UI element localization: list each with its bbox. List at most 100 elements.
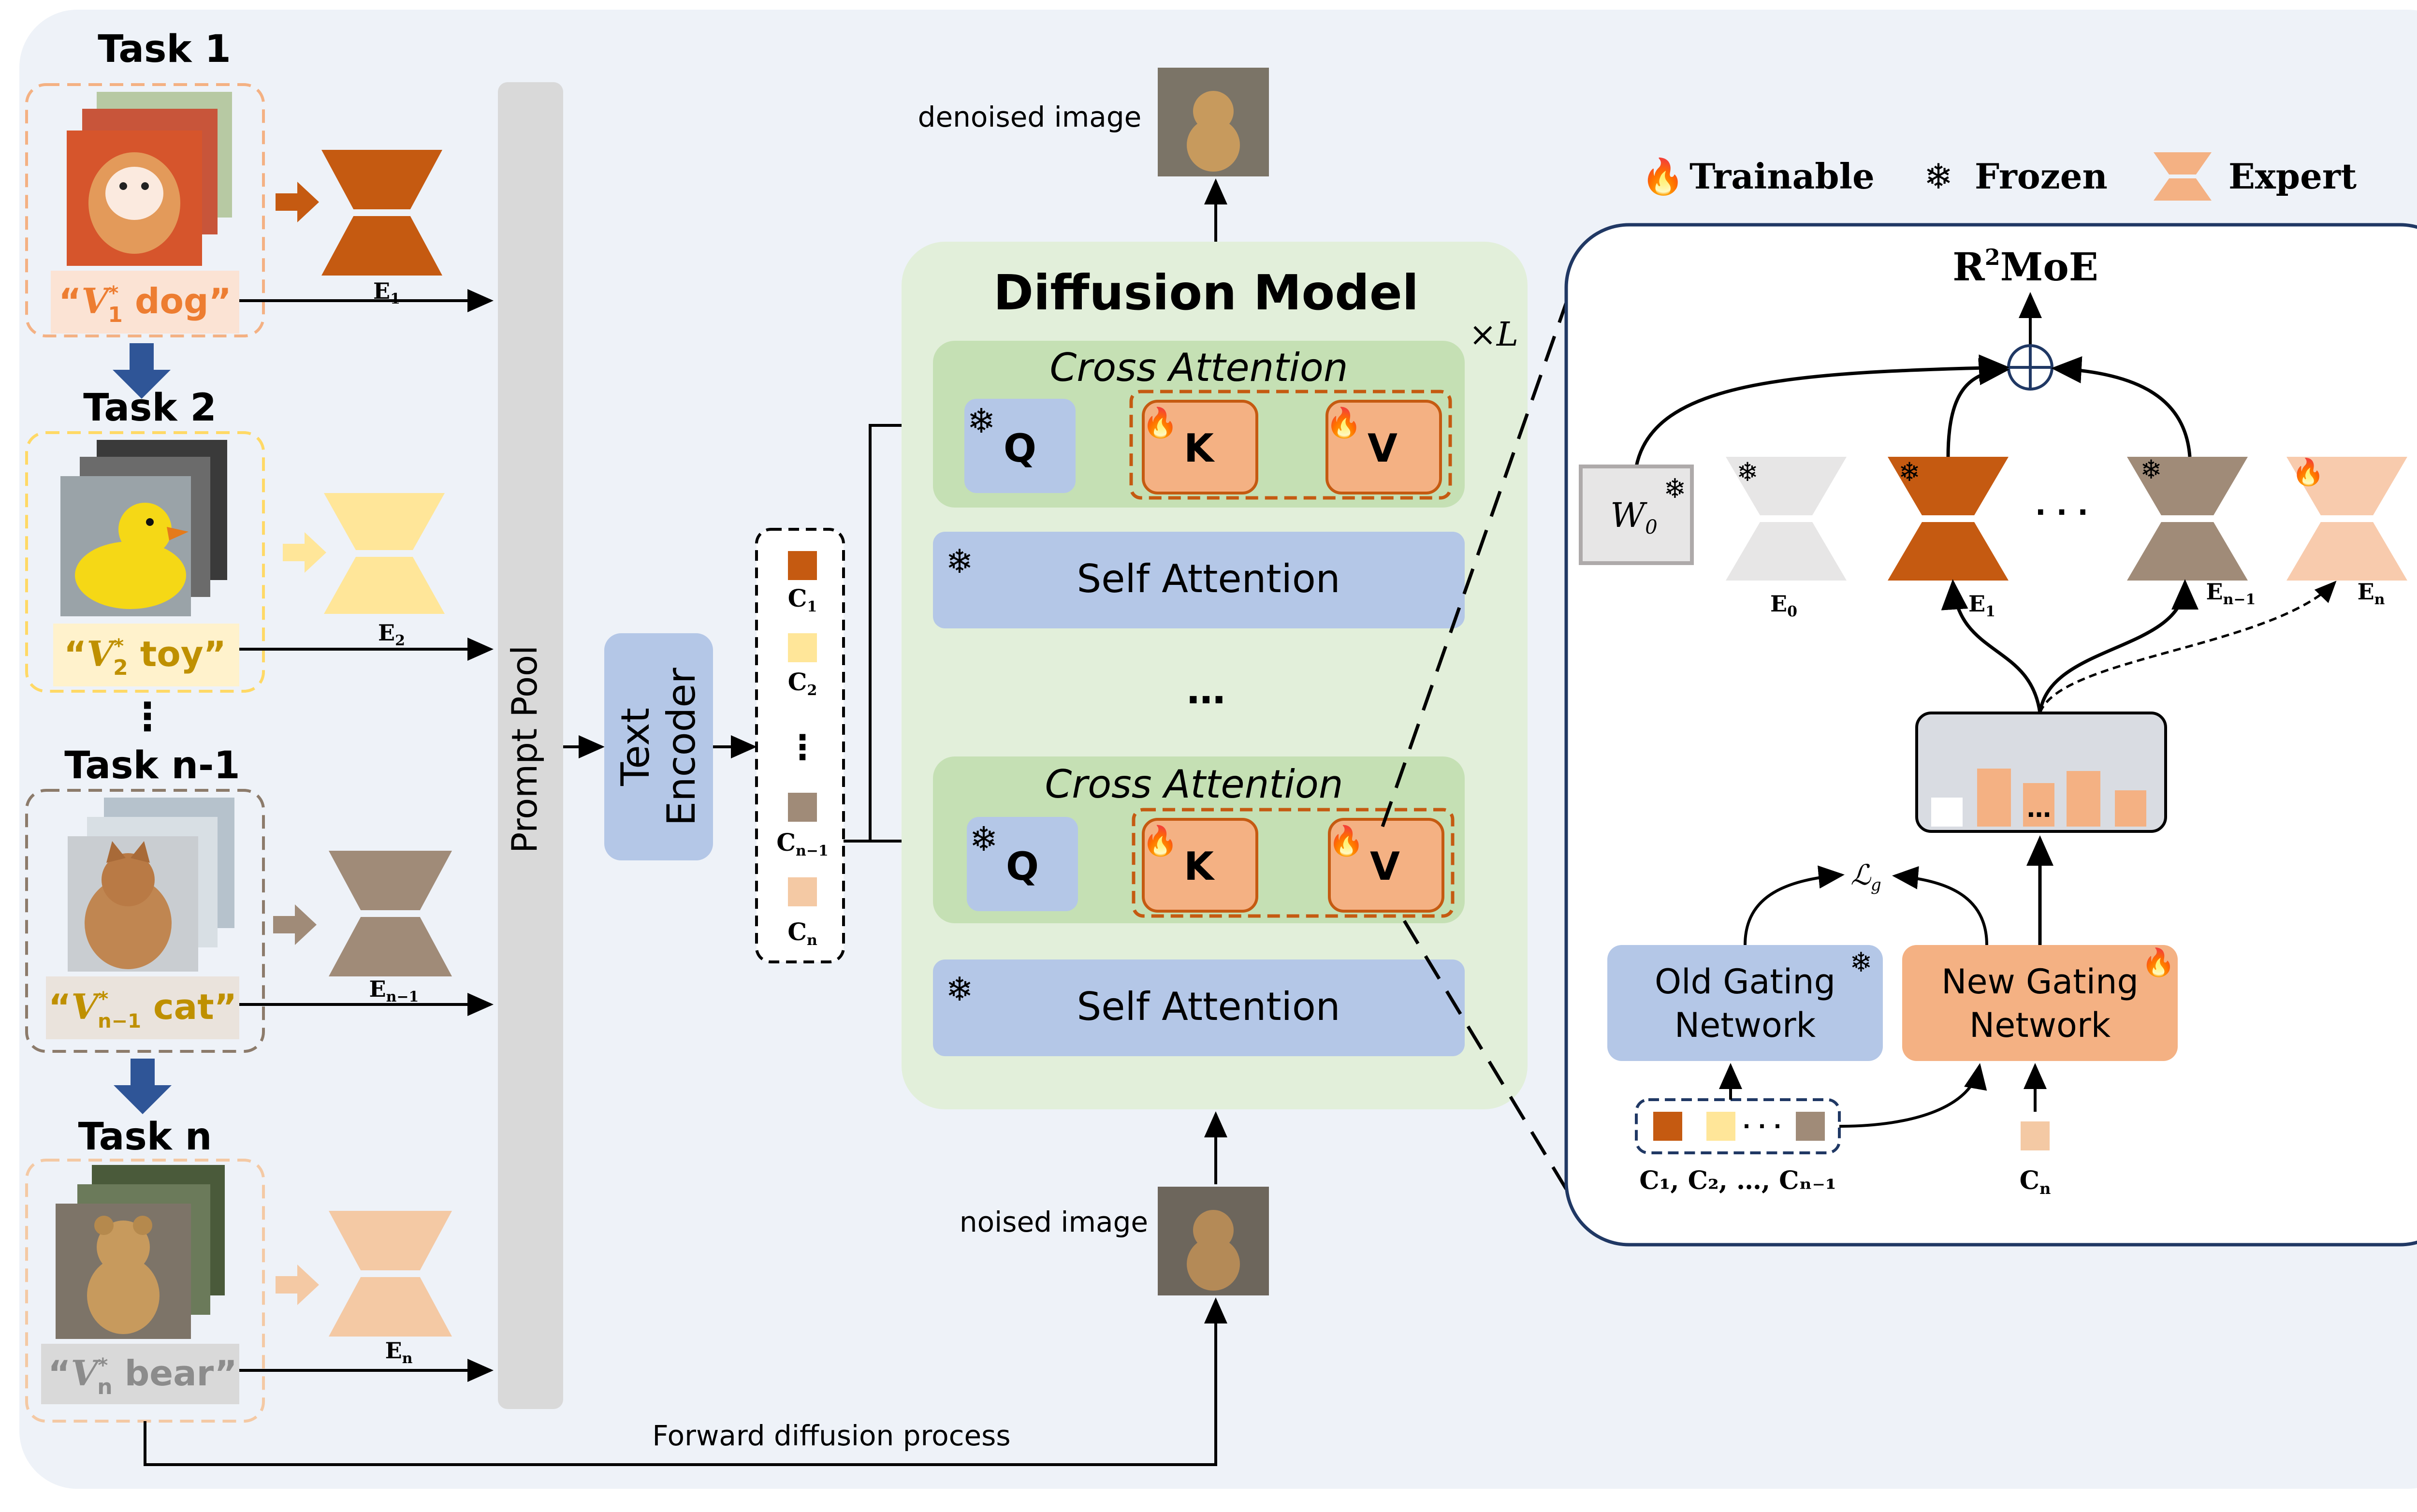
task-n-1-prompt: “V*n−1 cat” [48, 986, 237, 1032]
task-2-frame [25, 431, 265, 693]
expert-e0-label: E0 [1770, 591, 1797, 620]
gates-to-loss-arrow-right [1892, 866, 1988, 945]
task-2-prompt: “V*2 toy” [64, 633, 226, 680]
task-1-to-2-arrow [113, 343, 171, 399]
teddy-bear-photo-icon [56, 1165, 225, 1339]
gating-loss-label: ℒg [1850, 858, 1881, 895]
task-2-title: Task 2 [83, 386, 217, 430]
denoised-bear-image [1158, 68, 1269, 176]
condition-cn1-swatch [788, 793, 817, 822]
w0-label: W0 [1610, 495, 1657, 538]
task-n-title: Task n [78, 1115, 212, 1159]
prompt-pool-label: Prompt Pool [504, 645, 545, 853]
cross-2-k-flame-icon: 🔥 [1142, 824, 1179, 858]
task-1-title: Task 1 [98, 28, 231, 71]
cat-photo-icon [68, 798, 234, 972]
router-to-en1-arrow [2038, 579, 2199, 713]
cross-1-v-block [1325, 400, 1442, 494]
task-n-1-to-n-arrow [114, 1059, 172, 1114]
expert-moe-en1-snowflake-icon: ❄ [2140, 454, 2162, 485]
cross-1-snowflake-icon: ❄ [967, 401, 996, 441]
dog-photo-icon [67, 92, 232, 266]
cross-1-v-label: V [1368, 426, 1398, 471]
expert-e2-label: E2 [378, 620, 405, 649]
snowflake-icon: ❄ [1924, 156, 1953, 197]
expert-moe-en1-label: En−1 [2206, 579, 2256, 608]
conditions-frame [755, 528, 845, 963]
router-to-e1-arrow [1941, 579, 2042, 713]
cross-2-v-flame-icon: 🔥 [1328, 824, 1365, 858]
cross-2-trainable-group [1132, 808, 1455, 918]
legend-trainable: Trainable [1689, 156, 1875, 197]
legend-frozen: Frozen [1975, 156, 2108, 197]
task-2-prompt-box [53, 624, 239, 686]
diffusion-ellipsis: … [1187, 668, 1225, 712]
expert-en1-label: En−1 [369, 976, 419, 1005]
cross-2-snowflake-icon: ❄ [970, 819, 998, 859]
router-bar-4 [2067, 771, 2100, 827]
old-cond-c2-swatch [1706, 1112, 1735, 1141]
text-encoder-box [604, 633, 713, 860]
condition-c1-swatch [788, 551, 817, 580]
condition-dots: ⋮ [786, 727, 819, 767]
condition-cn1-label: Cn−1 [776, 828, 829, 859]
cross-attention-1-label: Cross Attention [1049, 345, 1348, 390]
task-1-prompt: “V*1 dog” [58, 280, 232, 327]
task-2-small-arrow [283, 532, 326, 573]
cross-1-k-flame-icon: 🔥 [1142, 406, 1179, 440]
cross-2-q-block [967, 817, 1078, 911]
moe-experts-dots: · · · [2035, 495, 2088, 529]
self-attention-2 [933, 960, 1465, 1056]
router-bar-2 [1977, 769, 2011, 827]
new-cond-cn-swatch [2021, 1121, 2050, 1150]
cross-2-v-label: V [1370, 844, 1400, 889]
flame-icon: 🔥 [1641, 156, 1685, 197]
old-cond-cn1-swatch [1796, 1112, 1825, 1141]
noised-image-label: noised image [960, 1206, 1148, 1238]
task-n-1-frame [25, 789, 265, 1053]
gates-to-loss-arrow-left [1744, 865, 1845, 945]
condition-cn-swatch [788, 877, 817, 906]
w0-to-sum-arrow [1634, 354, 2009, 467]
cross-1-trainable-group [1129, 390, 1452, 500]
old-cond-dots: · · · [1743, 1114, 1782, 1139]
cross-2-k-block [1142, 818, 1258, 913]
cross-1-q-label: Q [1004, 426, 1036, 471]
expert-en-label: En [385, 1338, 413, 1367]
new-gating-network [1902, 945, 2178, 1061]
task-n-1-small-arrow [273, 904, 317, 945]
task-1-small-arrow [276, 182, 319, 222]
condition-c2-label: C2 [788, 668, 817, 699]
forward-diffusion-path [144, 1297, 1227, 1466]
rubber-duck-photo-icon [60, 440, 227, 616]
self-attention-1-snowflake-icon: ❄ [946, 543, 974, 581]
task-n-1-prompt-box [46, 976, 239, 1039]
w0-snowflake-icon: ❄ [1664, 473, 1687, 505]
new-cond-label: Cn [2020, 1166, 2051, 1198]
r2moe-title: R2MoE [1952, 244, 2098, 290]
old-conditions-frame [1635, 1098, 1841, 1154]
router-bar-1 [1931, 798, 1963, 827]
old-gating-network [1607, 945, 1883, 1061]
cross-1-k-block [1142, 400, 1258, 494]
task-1-prompt-box [51, 271, 239, 334]
cross-1-q-block [964, 399, 1076, 493]
old-cond-label: C₁, C₂, …, Cₙ₋₁ [1639, 1166, 1836, 1195]
old-cond-to-new-gate-arrow [1839, 1063, 1987, 1128]
condition-c2-swatch [788, 633, 817, 662]
diffusion-model-title: Diffusion Model [993, 264, 1419, 321]
noised-bear-image [1158, 1187, 1269, 1295]
cross-1-v-flame-icon: 🔥 [1326, 406, 1362, 440]
task-n-prompt-box [41, 1344, 239, 1404]
w0-block [1579, 465, 1694, 565]
self-attention-2-label: Self Attention [1077, 984, 1340, 1029]
self-attention-1-label: Self Attention [1077, 556, 1340, 601]
repeat-layers-label: ×L [1469, 316, 1518, 354]
cross-2-k-label: K [1184, 844, 1215, 889]
cross-1-k-label: K [1184, 426, 1215, 471]
expert-moe-en-label: En [2358, 579, 2385, 608]
